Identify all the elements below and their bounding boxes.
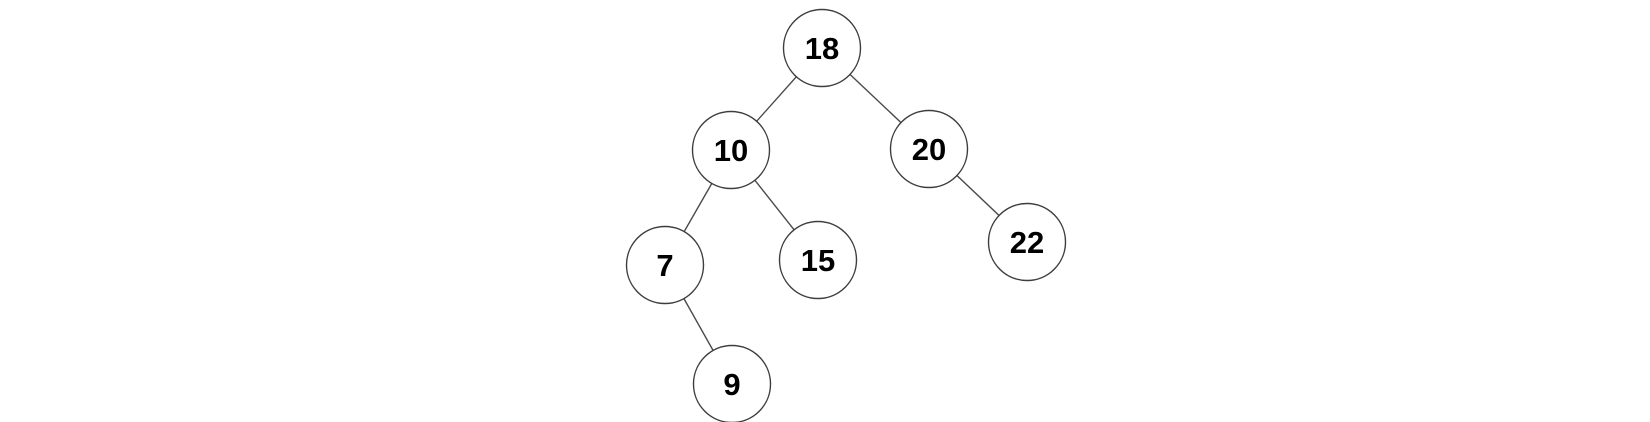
tree-node-circle [889,109,969,189]
tree-node-22: 22 [987,202,1067,282]
tree-node-circle [692,344,772,422]
tree-node-value: 18 [805,31,839,66]
tree-node-15: 15 [778,220,858,300]
tree-node-value: 9 [723,367,740,402]
tree-node-value: 20 [912,132,946,167]
tree-node-value: 10 [714,133,748,168]
tree-node-20: 20 [889,109,969,189]
tree-node-9: 9 [692,344,772,422]
tree-node-7: 7 [625,225,705,305]
tree-node-circle [987,202,1067,282]
tree-node-value: 7 [656,248,673,283]
tree-node-circle [691,110,771,190]
tree-node-10: 10 [691,110,771,190]
tree-node-circle [778,220,858,300]
tree-node-value: 22 [1010,225,1044,260]
tree-node-value: 15 [801,243,835,278]
tree-node-18: 18 [782,8,862,88]
tree-node-circle [782,8,862,88]
tree-node-circle [625,225,705,305]
